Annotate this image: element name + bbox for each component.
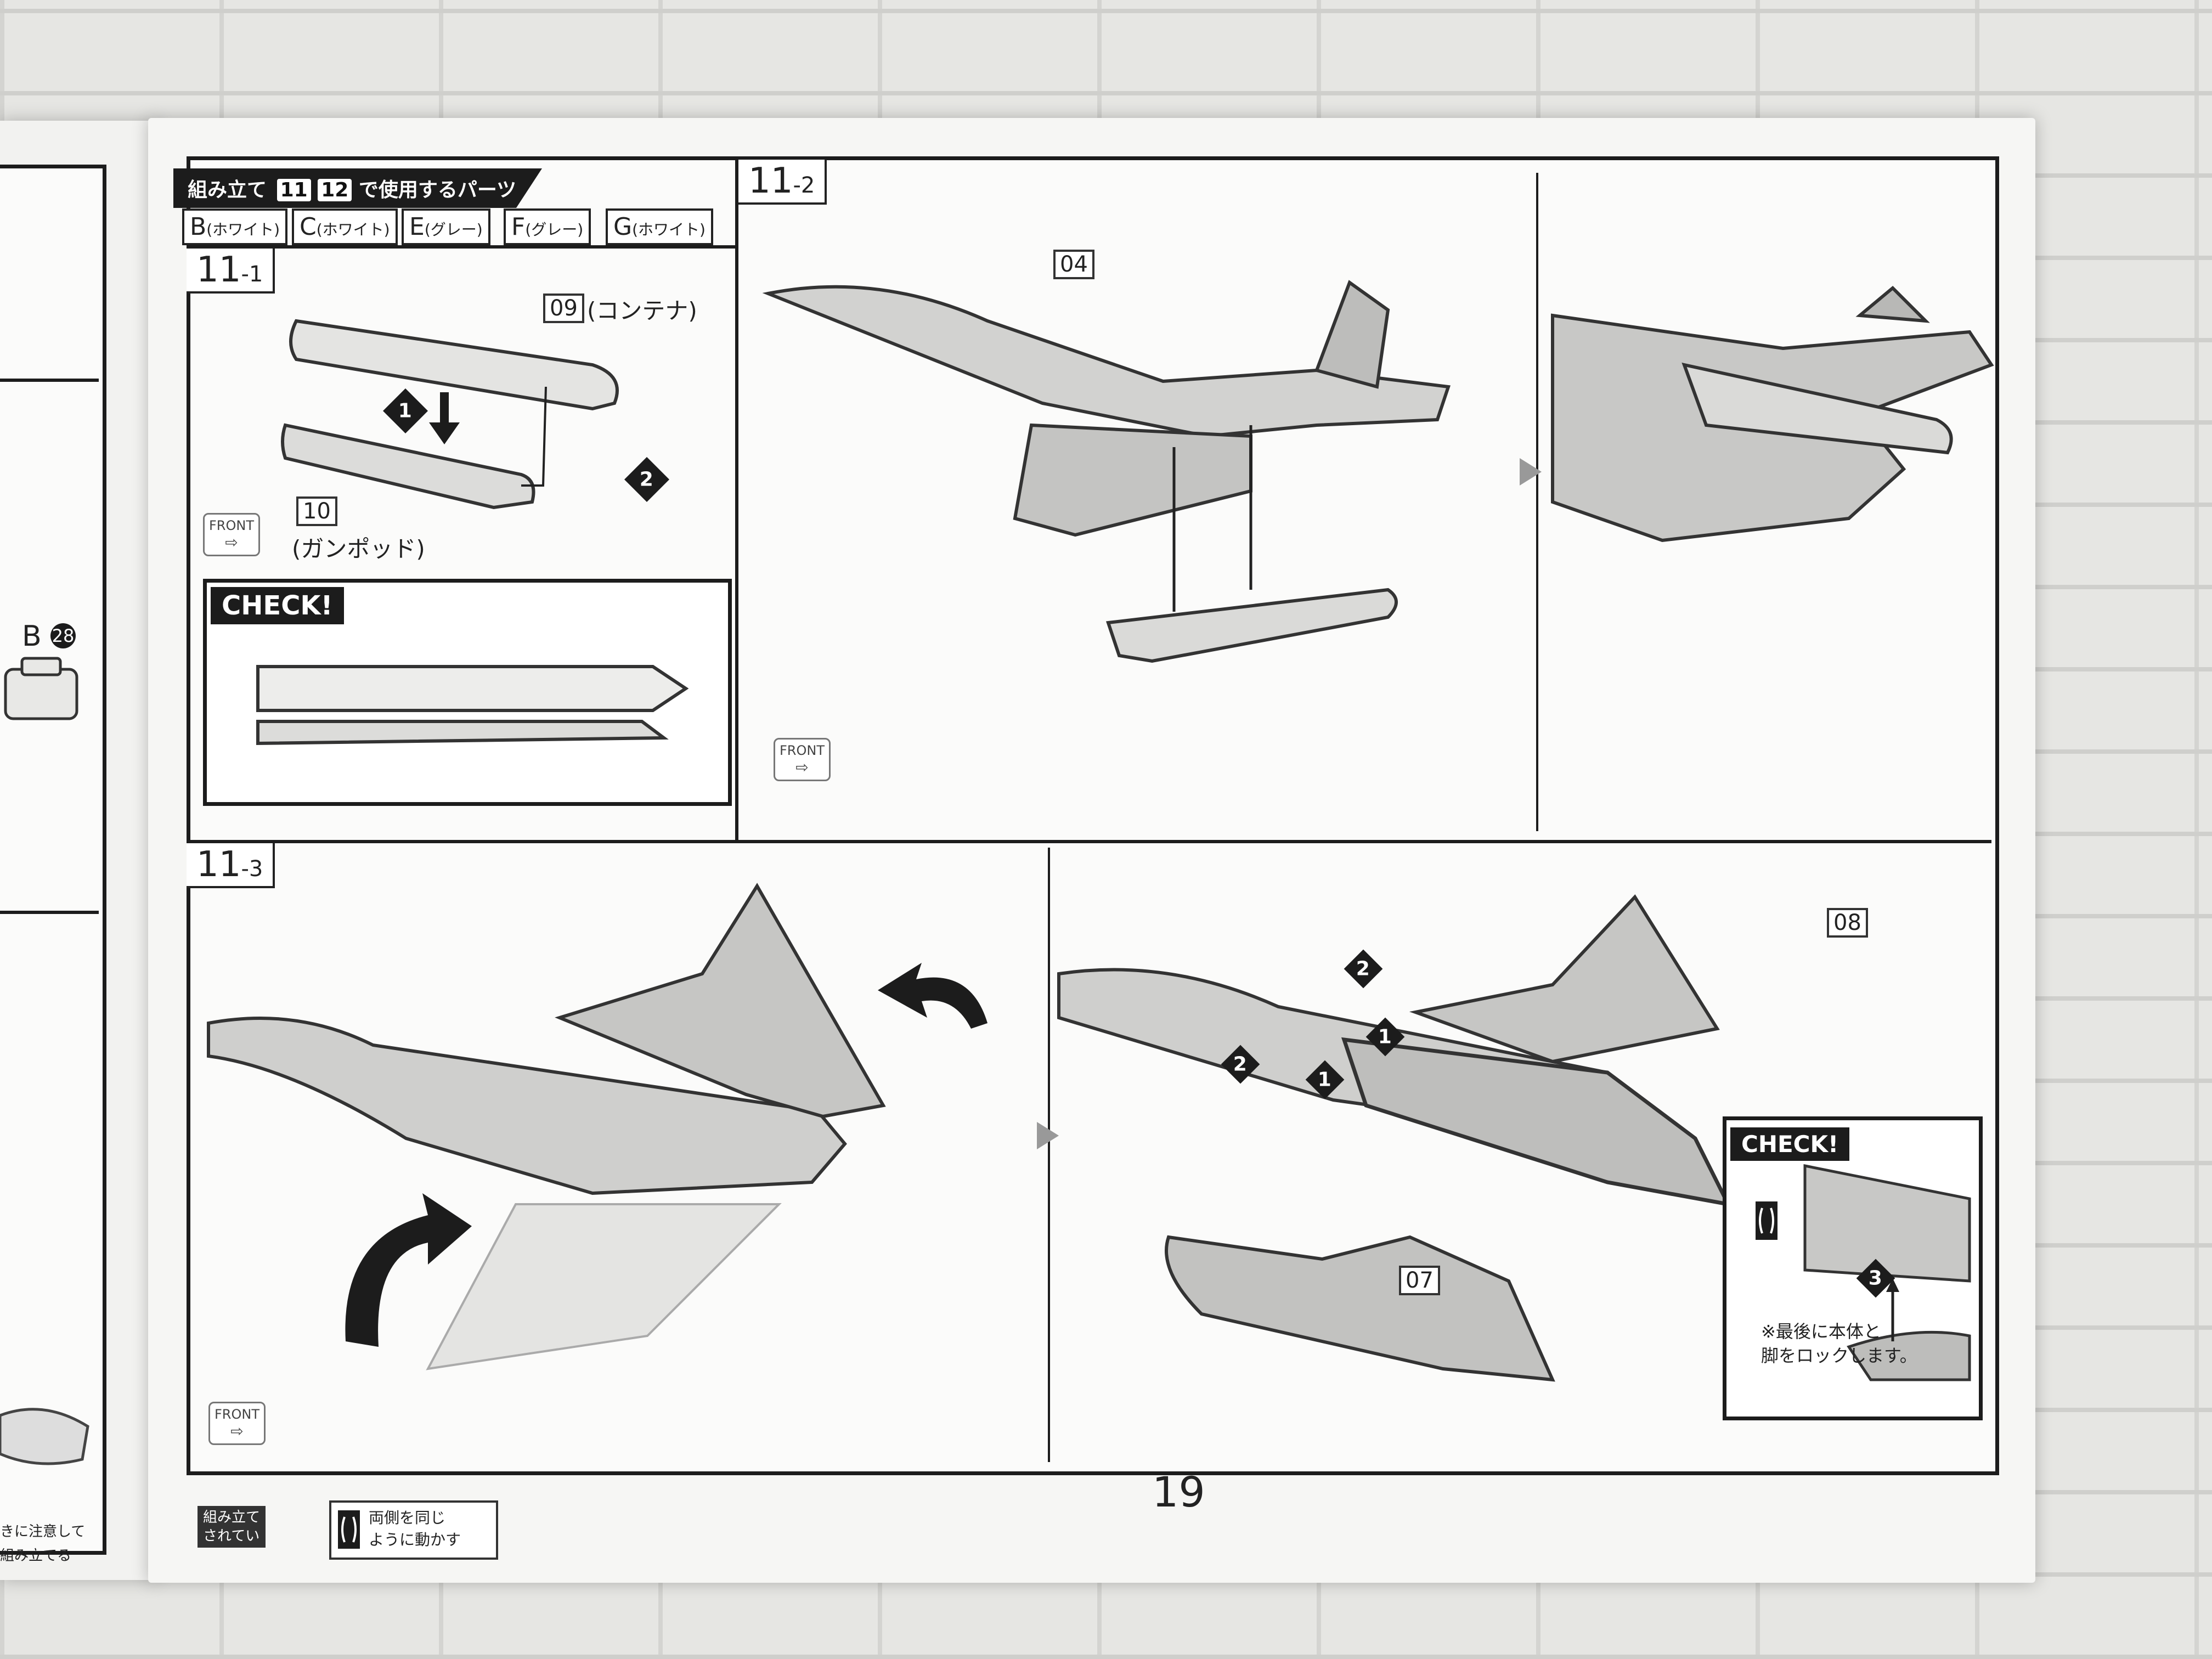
container-and-gunpod-drawing (281, 319, 619, 510)
down-arrow-icon (429, 392, 460, 444)
parts-header-suffix: で使用するパーツ (358, 179, 517, 201)
left-note-line-2: 組み立てる (0, 1548, 72, 1564)
part-tag-b: B(ホワイト) (182, 208, 288, 245)
divider-11-1-right (735, 156, 738, 842)
part-label-10: 10 (296, 496, 337, 526)
check-drawing-11-1 (256, 665, 689, 746)
step-11-1-label: 11-1 (187, 249, 275, 294)
footer-note-line-1: 組み立て (203, 1509, 261, 1526)
part-label-09: 09 (543, 294, 584, 323)
next-step-arrow-icon-2 (1037, 1122, 1059, 1149)
fighter-wing-fold-drawing (207, 883, 988, 1370)
left-note-line-1: きに注意して (0, 1523, 86, 1540)
fighter-assembled-drawing (1551, 285, 1994, 543)
part-label-07: 07 (1399, 1266, 1440, 1295)
part-tag-f: F(グレー) (504, 208, 591, 245)
check-drawing-11-3 (1803, 1164, 1971, 1381)
both-sides-legend-icon (338, 1510, 360, 1549)
part-ref-letter: B (22, 620, 42, 653)
part-label-08: 08 (1827, 908, 1868, 938)
divider-middle (187, 840, 1991, 843)
parts-header-prefix: 組み立て (188, 179, 267, 201)
left-page-frame (0, 165, 106, 1555)
part-tag-c: C(ホワイト) (292, 208, 398, 245)
check-header-11-1: CHECK! (211, 587, 344, 624)
part-name-container: (コンテナ) (587, 297, 697, 324)
step-11-2-label: 11-2 (738, 160, 827, 205)
instruction-page: 組み立て 11 12 で使用するパーツ B(ホワイト) C(ホワイト) E(グレ… (148, 118, 2035, 1583)
parts-header-step-b: 12 (318, 179, 352, 201)
next-step-arrow-icon (1520, 458, 1542, 486)
parts-header-step-a: 11 (276, 179, 311, 201)
front-indicator-11-2: FRONT⇨ (774, 738, 831, 781)
left-divider-1 (0, 379, 99, 382)
divider-11-3-inner (1048, 848, 1050, 1462)
left-page: B 28 きに注意して 組み立てる (0, 121, 156, 1580)
footer-note-fragment: 組み立て されてい (198, 1506, 266, 1548)
page-number: 19 (1152, 1468, 1205, 1516)
divider-11-2-inner (1536, 173, 1538, 831)
footer-legend-box: 両側を同じ ように動かす (329, 1500, 498, 1560)
left-page-note: きに注意して 組み立てる (0, 1520, 85, 1568)
fighter-legs-drawing (1057, 894, 1732, 1382)
parts-header: 組み立て 11 12 で使用するパーツ (173, 168, 542, 208)
left-partial-drawing (0, 1408, 89, 1465)
divider-parts-bottom (187, 245, 735, 249)
both-sides-icon (1756, 1201, 1778, 1240)
part-tag-e: E(グレー) (402, 208, 490, 245)
check-header-11-3: CHECK! (1730, 1127, 1850, 1161)
left-divider-2 (0, 911, 99, 914)
part-ref-number: 28 (50, 623, 76, 648)
front-indicator-11-3: FRONT⇨ (208, 1402, 266, 1445)
part-name-gunpod: (ガンポッド) (292, 535, 425, 562)
footer-legend-text: 両側を同じ ように動かす (369, 1509, 461, 1549)
step-11-3-label: 11-3 (187, 843, 275, 888)
fighter-with-container-drawing (762, 280, 1451, 663)
check-note: ※最後に本体と 脚をロックします。 (1761, 1321, 1917, 1366)
front-indicator-11-1: FRONT⇨ (203, 513, 260, 556)
part-label-04: 04 (1053, 250, 1094, 279)
left-part-drawing (4, 657, 78, 720)
footer-note-line-2: されてい (203, 1528, 260, 1544)
part-tag-g: G(ホワイト) (606, 208, 713, 245)
